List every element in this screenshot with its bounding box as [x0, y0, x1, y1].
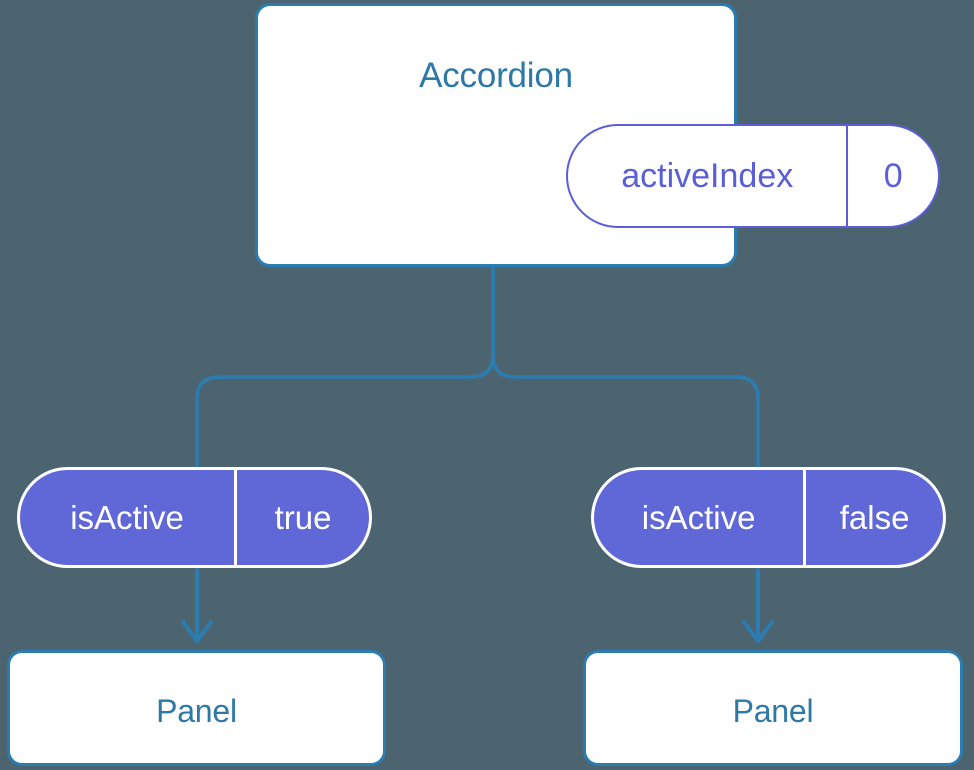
component-title-panel-right: Panel [732, 693, 814, 729]
component-title-accordion: Accordion [419, 56, 573, 95]
state-key-is-active-left: isActive [70, 498, 184, 536]
component-title-panel-left: Panel [156, 693, 237, 729]
arrow-right-state-to-panel [742, 568, 774, 643]
state-key-active-index: activeIndex [621, 156, 794, 195]
component-card-panel-left[interactable]: Panel [7, 650, 386, 766]
connector-trunk-split [195, 264, 495, 469]
component-card-panel-right[interactable]: Panel [583, 650, 963, 766]
state-pill-active-index[interactable]: activeIndex 0 [566, 124, 940, 228]
connector-trunk-split-right [491, 264, 760, 469]
state-value-is-active-left: true [234, 470, 369, 565]
state-pill-is-active-right[interactable]: isActive false [591, 467, 946, 568]
state-value-active-index: 0 [846, 126, 938, 226]
state-key-is-active-right: isActive [641, 498, 756, 536]
arrow-left-state-to-panel [181, 568, 213, 643]
state-value-is-active-right: false [803, 470, 943, 565]
component-card-accordion[interactable]: Accordion activeIndex 0 [255, 3, 940, 267]
state-pill-is-active-left[interactable]: isActive true [17, 467, 372, 568]
